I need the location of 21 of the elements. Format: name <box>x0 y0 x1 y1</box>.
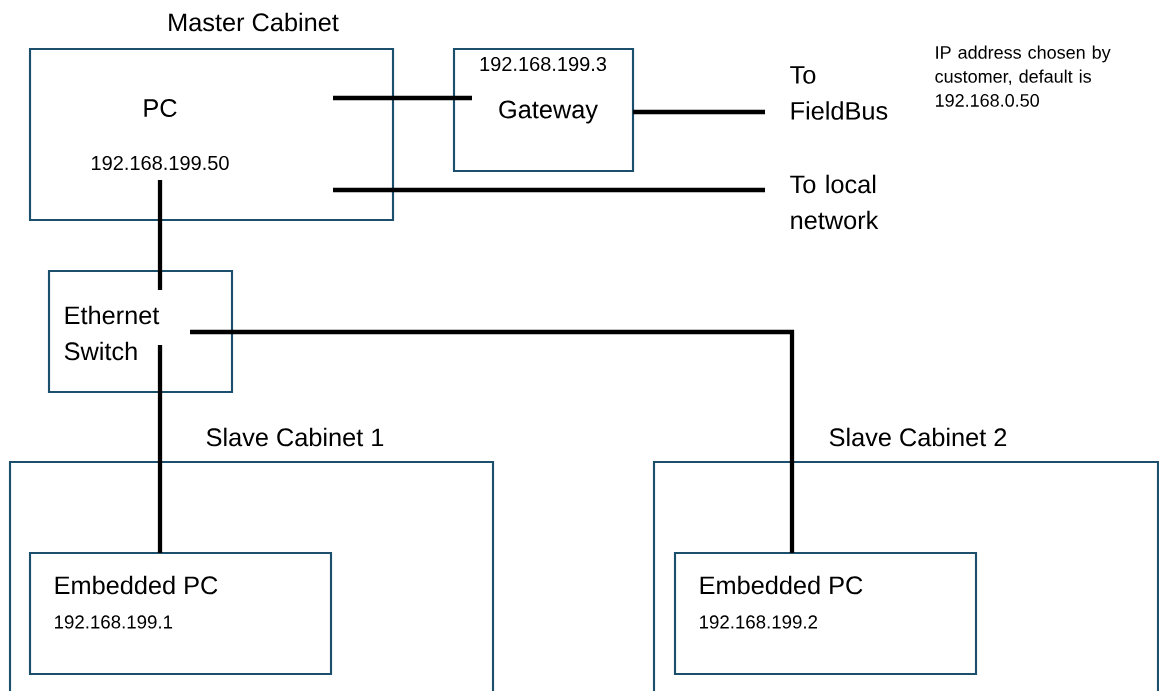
ip-address: 192.168.199.50 <box>92 155 229 171</box>
note: IP address chosen by customer, default is 192.168.0.50 <box>935 45 1111 107</box>
connection-line <box>633 109 765 115</box>
endpoint-label: To local network <box>790 174 879 230</box>
connection-line <box>157 345 163 553</box>
connection-line <box>333 95 472 101</box>
cabinet-heading: Slave Cabinet 2 <box>829 427 1007 447</box>
ip-address: 192.168.199.3 <box>480 56 607 72</box>
endpoint-label: To FieldBus <box>790 66 888 120</box>
box-label: Embedded PC <box>700 575 863 595</box>
ip-address: 192.168.199.1 <box>55 615 173 629</box>
box-label: Embedded PC <box>55 575 218 595</box>
cabinet-heading: Slave Cabinet 1 <box>206 427 384 447</box>
box-label: Gateway <box>499 100 598 124</box>
connection-line <box>190 329 795 553</box>
box-label: PC <box>144 99 177 117</box>
ip-address: 192.168.199.2 <box>700 615 818 629</box>
connection-line <box>157 180 163 290</box>
box-label: Ethernet Switch <box>64 305 160 361</box>
cabinet-heading: Master Cabinet <box>169 12 339 32</box>
connection-line <box>333 187 765 193</box>
